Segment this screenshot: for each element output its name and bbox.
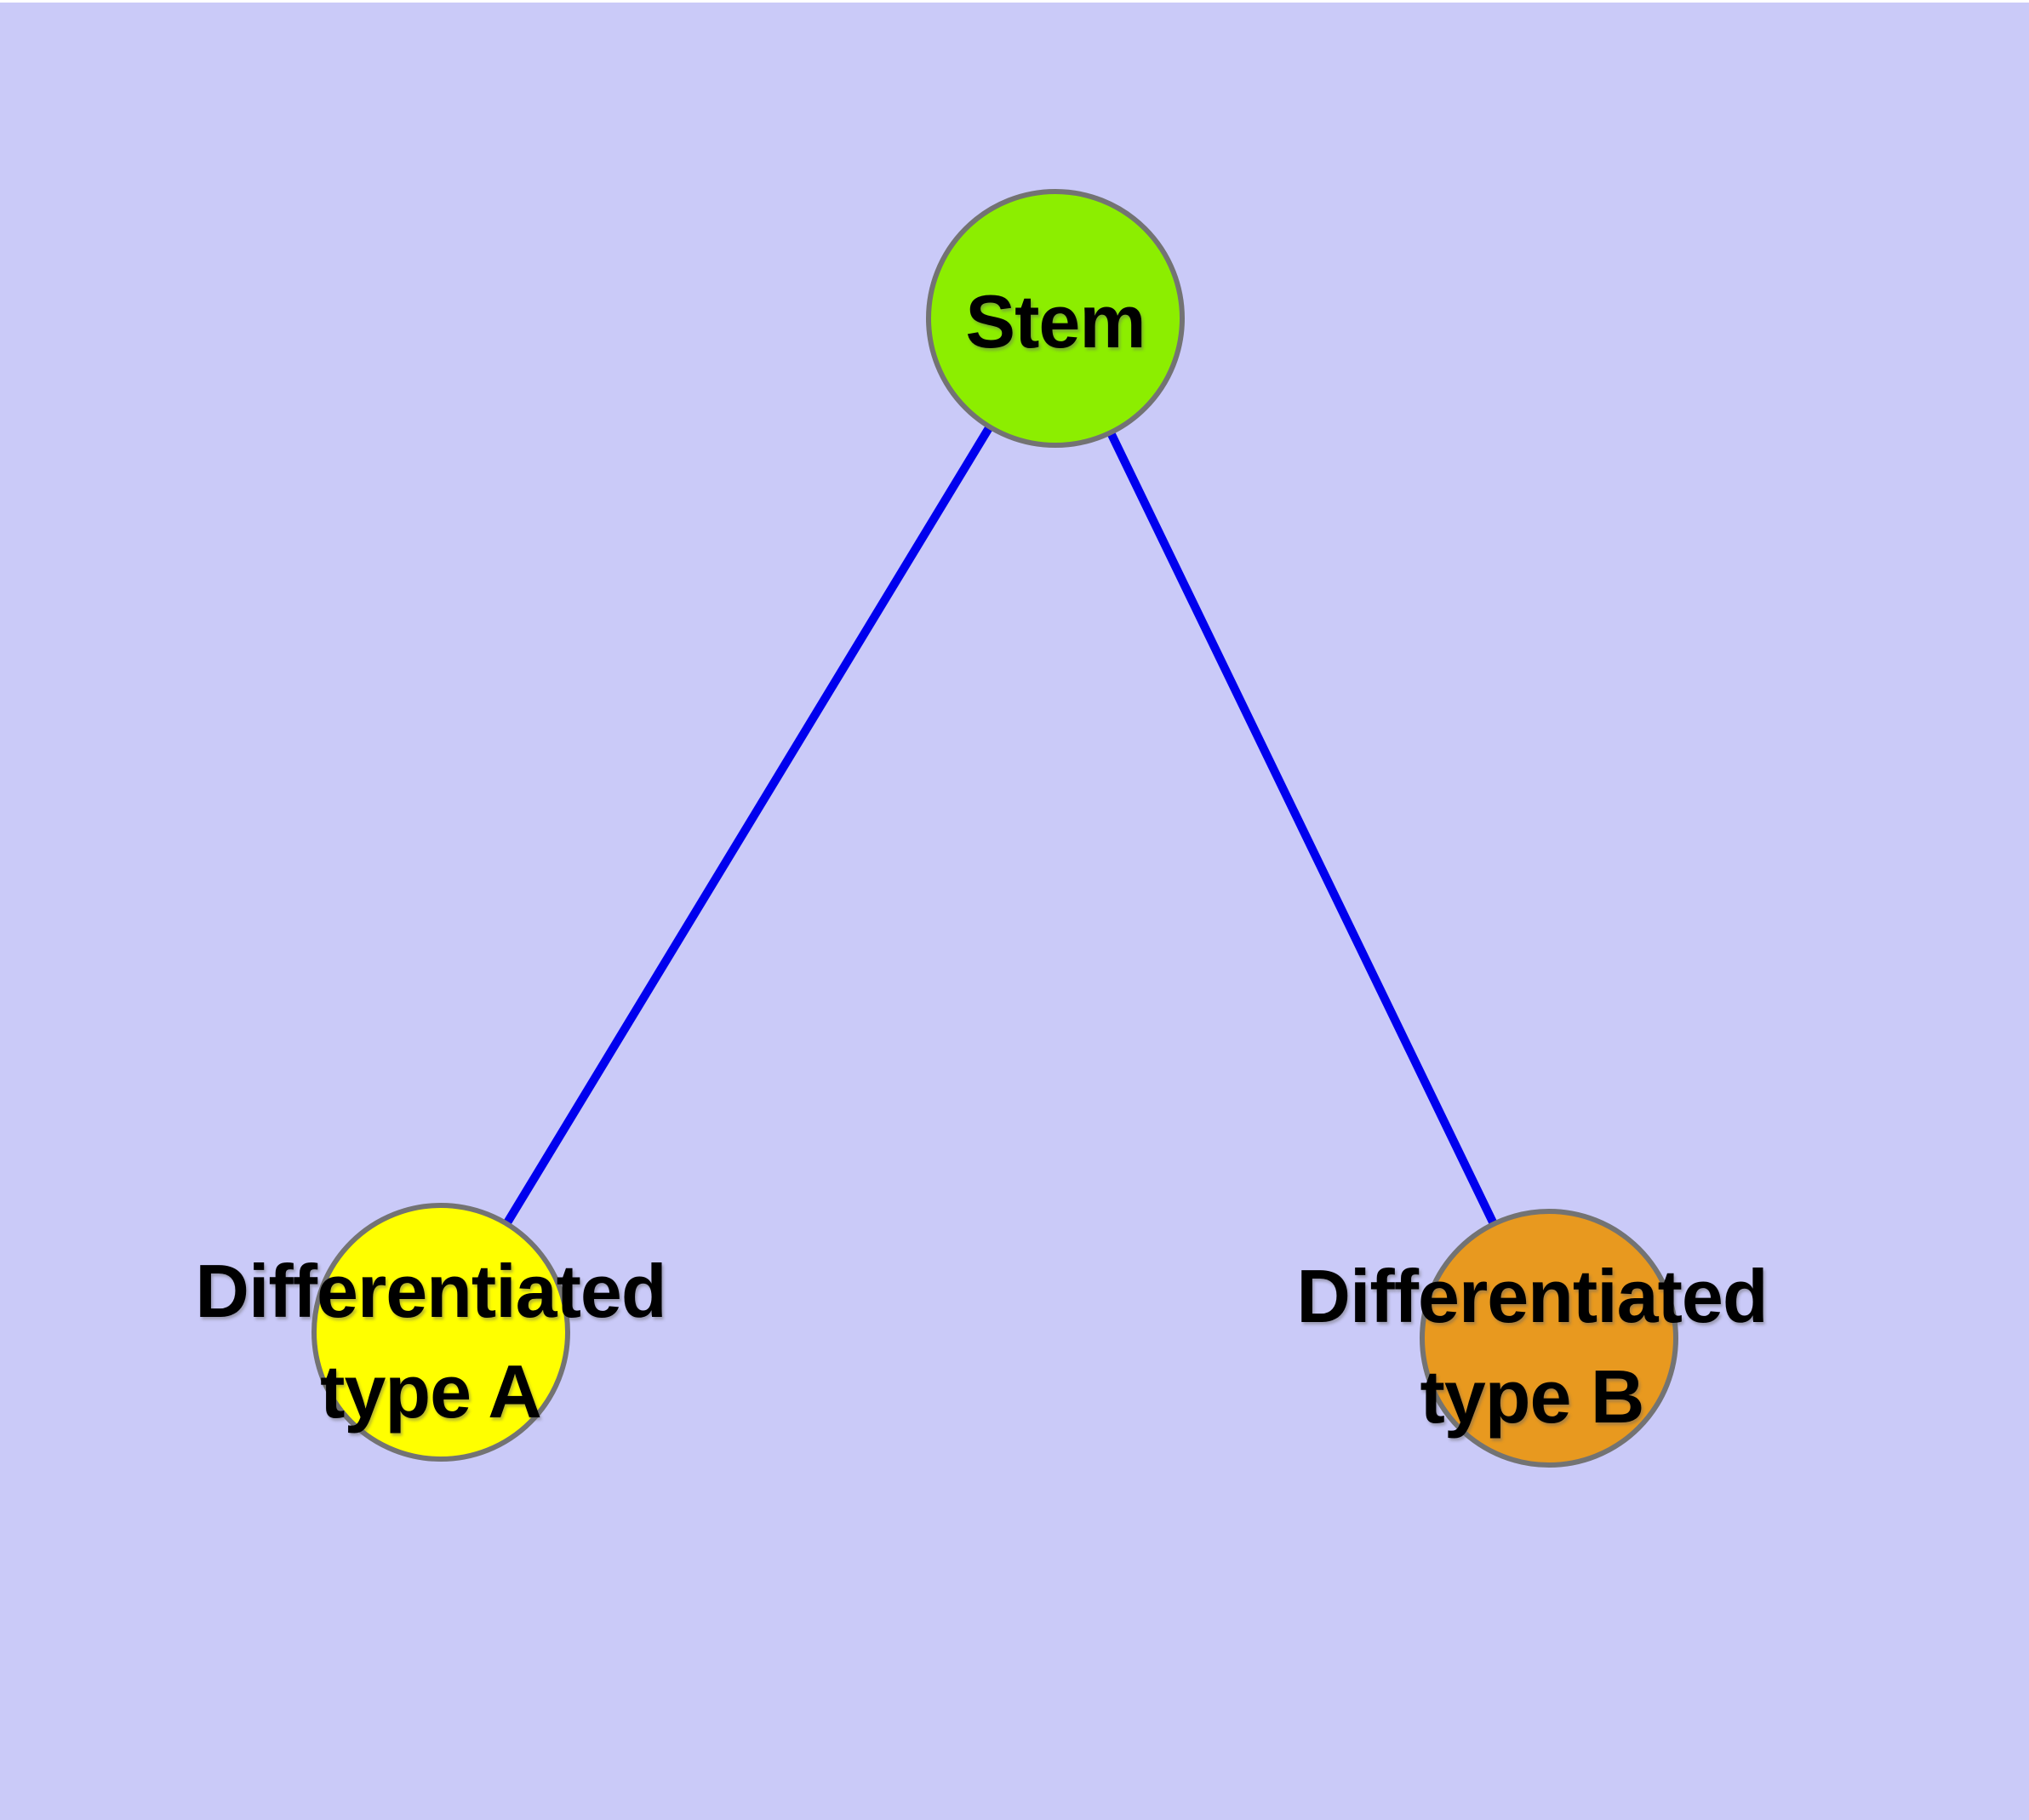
node-type-b — [1420, 1209, 1678, 1468]
top-strip — [0, 0, 2029, 3]
node-type-b-label-line2: type B — [1420, 1354, 1645, 1439]
node-type-a-label-line2: type A — [320, 1349, 542, 1434]
node-type-a-label-line1: Differentiated — [195, 1249, 666, 1333]
node-type-a — [311, 1203, 570, 1462]
edge-stem-to-type-b — [1051, 316, 1553, 1341]
node-stem — [926, 189, 1185, 448]
node-type-b-label: Differentiated type B — [1296, 1246, 1768, 1447]
node-stem-label-line: Stem — [965, 279, 1146, 363]
edge-stem-to-type-a — [437, 316, 1060, 1335]
node-type-a-label: Differentiated type A — [195, 1241, 666, 1442]
node-type-b-label-line1: Differentiated — [1296, 1254, 1768, 1338]
node-stem-label: Stem — [965, 272, 1146, 372]
